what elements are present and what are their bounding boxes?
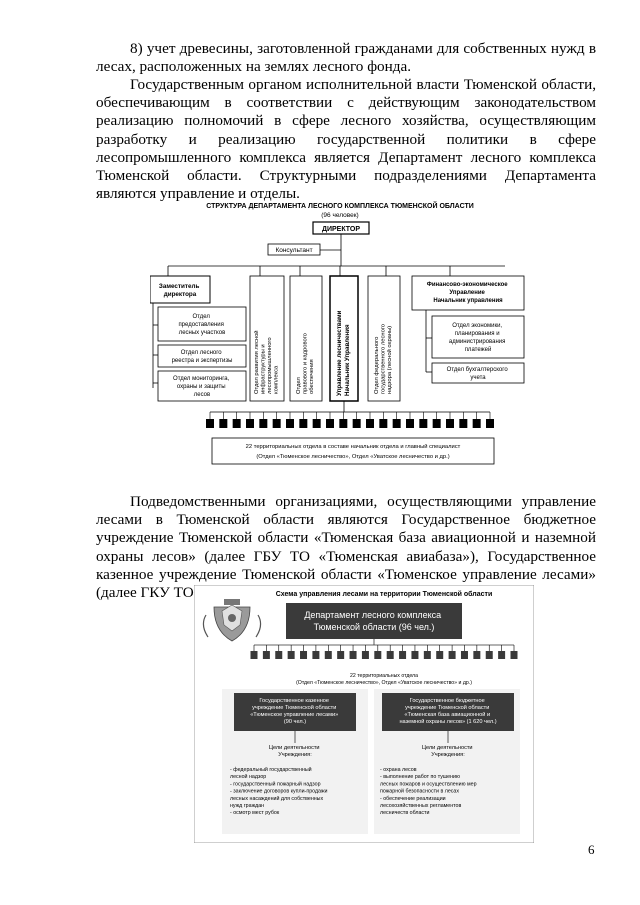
territorial-department-block	[446, 419, 454, 428]
paragraph-2: Государственным органом исполнительной в…	[96, 76, 596, 203]
territorial-department-block	[250, 651, 258, 659]
territorial-department-block	[312, 419, 321, 428]
dept-economics-box	[431, 315, 525, 359]
deputy-director-box	[150, 275, 211, 304]
territorial-caption-line1: 22 территориальных отдела в составе нача…	[246, 443, 461, 450]
territorial-department-block	[259, 419, 268, 428]
scheme-title: Схема управления лесами на территории Тю…	[276, 590, 493, 598]
scheme-department-box	[286, 603, 462, 639]
scheme-left-goals-heading: Цели деятельности Учреждения:	[269, 745, 321, 758]
scheme-gbu-box	[382, 693, 514, 731]
territorial-department-block	[326, 419, 334, 428]
director-label: ДИРЕКТОР	[322, 226, 360, 233]
scheme-left-goals-list: - федеральный государственный лесной над…	[230, 766, 329, 816]
territorial-ticks	[209, 412, 491, 419]
territorial-department-block	[473, 651, 481, 659]
territorial-department-block	[272, 419, 281, 428]
territorial-department-block	[510, 651, 518, 659]
territorial-department-block	[486, 419, 494, 428]
dept-economics-label: Отдел экономики, планирования и админист…	[449, 323, 507, 353]
territorial-department-block	[374, 651, 382, 659]
org-chart-subtitle: (96 человек)	[321, 212, 358, 219]
territorial-department-block	[423, 651, 431, 659]
dept-accounting-box	[431, 362, 525, 384]
territorial-department-block	[485, 651, 493, 659]
territorial-department-block	[498, 651, 506, 659]
dept-legal-hr-label: Отдел правового и кадрового обеспечения	[296, 331, 315, 394]
territorial-department-block	[287, 651, 295, 659]
dept-monitoring-label: Отдел мониторинга, охраны и защиты лесов	[173, 376, 231, 398]
finance-department-label: Финансово-экономическое Управление Начал…	[427, 282, 510, 304]
territorial-department-block	[419, 419, 428, 428]
scheme-department-label: Департамент лесного комплекса Тюменской …	[304, 610, 443, 632]
consultant-box	[267, 243, 321, 256]
territorial-department-block	[262, 651, 270, 659]
territorial-department-block	[366, 419, 374, 428]
forestry-management-label: Управление лесничествами Начальник Управ…	[336, 309, 351, 396]
forestry-management-box	[329, 275, 359, 402]
territorial-department-block	[286, 419, 294, 428]
territorial-department-block	[406, 419, 414, 428]
tyumen-coat-of-arms-icon	[202, 599, 262, 642]
territorial-department-block	[472, 419, 481, 428]
scheme-right-goals-list: - охрана лесов - выполнение работ по туш…	[380, 767, 478, 816]
dept-infrastructure-box	[249, 275, 285, 402]
paragraph-3: Подведомственными организациями, осущест…	[96, 493, 596, 602]
territorial-department-block	[206, 419, 214, 428]
territorial-caption-line2: (Отдел «Тюменское лесничество», Отдел «У…	[256, 454, 449, 460]
territorial-department-block	[337, 651, 345, 659]
territorial-department-block	[460, 651, 468, 659]
org-chart-title: СТРУКТУРА ДЕПАРТАМЕНТА ЛЕСНОГО КОМПЛЕКСА…	[206, 201, 474, 210]
territorial-department-block	[324, 651, 332, 659]
territorial-department-block	[386, 651, 394, 659]
territorial-blocks	[206, 419, 494, 428]
territorial-department-block	[411, 651, 419, 659]
territorial-department-block	[300, 651, 308, 659]
scheme-gku-label: Государственное казенное учреждение Тюме…	[250, 698, 340, 725]
dept-legal-hr-box	[289, 275, 323, 402]
scheme-territorial-line2: (Отдел «Тюменское лесничество», Отдел «У…	[296, 680, 472, 686]
territorial-department-block	[275, 651, 283, 659]
dept-monitoring-box	[157, 370, 247, 402]
paragraph-1: 8) учет древесины, заготовленной граждан…	[96, 40, 596, 76]
scheme-right-goals-heading: Цели деятельности Учреждения:	[422, 745, 474, 758]
dept-land-provision-box	[157, 306, 247, 342]
dept-infrastructure-label: Отдел развития лесной инфраструктуры и л…	[253, 329, 280, 394]
deputy-director-label: Заместитель директора	[159, 283, 201, 298]
territorial-department-block	[379, 419, 388, 428]
territorial-department-block	[349, 651, 357, 659]
territorial-department-block	[219, 419, 228, 428]
territorial-department-block	[361, 651, 369, 659]
territorial-department-block	[459, 419, 468, 428]
territorial-department-block	[312, 651, 320, 659]
dept-accounting-label: Отдел бухгалтерского учета	[447, 367, 510, 381]
page-number: 6	[588, 842, 595, 857]
forest-management-scheme: Схема управления лесами на территории Тю…	[194, 585, 534, 843]
dept-forest-registry-label: Отдел лесного реестра и экспертизы	[172, 350, 233, 364]
scheme-territorial-ticks	[253, 645, 515, 651]
territorial-department-block	[246, 419, 254, 428]
territorial-caption-box	[211, 437, 495, 465]
scheme-gku-box	[234, 693, 356, 731]
territorial-department-block	[399, 651, 407, 659]
dept-forest-registry-box	[157, 344, 247, 368]
scheme-gbu-label: Государственное бюджетное учреждение Тюм…	[399, 698, 496, 725]
territorial-department-block	[299, 419, 308, 428]
scheme-territorial-line1: 22 территориальных отдела	[350, 673, 418, 679]
finance-department-box	[411, 275, 525, 311]
territorial-department-block	[448, 651, 456, 659]
dept-land-provision-label: Отдел предоставления лесных участков	[178, 314, 225, 336]
territorial-department-block	[436, 651, 444, 659]
dept-federal-supervision-label: Отдел федерального государственного лесн…	[374, 322, 393, 394]
territorial-department-block	[232, 419, 241, 428]
org-chart: СТРУКТУРА ДЕПАРТАМЕНТА ЛЕСНОГО КОМПЛЕКСА…	[150, 201, 525, 465]
territorial-department-block	[352, 419, 361, 428]
scheme-territorial-blocks	[250, 651, 518, 659]
territorial-department-block	[392, 419, 401, 428]
dept-federal-supervision-box	[367, 275, 401, 402]
territorial-department-block	[339, 419, 348, 428]
territorial-department-block	[432, 419, 441, 428]
consultant-label: Консультант	[275, 247, 312, 254]
